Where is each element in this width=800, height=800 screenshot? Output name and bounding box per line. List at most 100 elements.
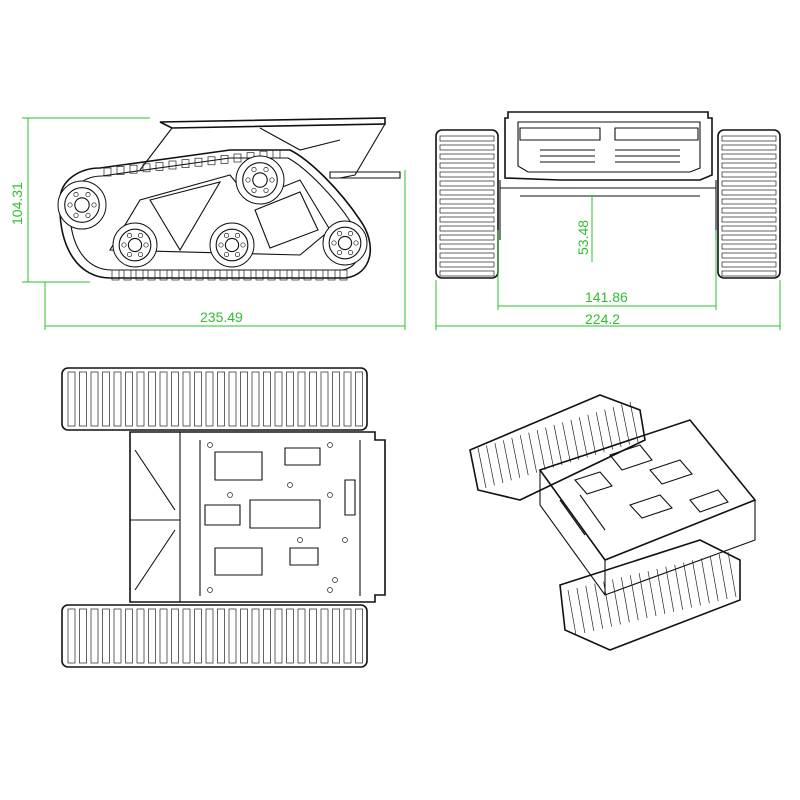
mount-hole xyxy=(342,537,348,543)
track-tooth xyxy=(207,156,216,166)
mount-hole xyxy=(287,482,293,488)
track-tread xyxy=(439,171,495,178)
front-outer-width-label: 224.2 xyxy=(585,311,620,327)
wheel-hub-ring xyxy=(215,228,249,262)
track-tooth xyxy=(103,167,112,177)
track-tooth xyxy=(159,269,168,281)
track-tread xyxy=(79,608,87,664)
wheel-hub-ring xyxy=(64,187,100,223)
track-tread xyxy=(263,371,271,427)
track-tread xyxy=(721,180,777,187)
iso-plate-cutouts xyxy=(559,444,729,536)
track-tooth xyxy=(111,269,120,281)
track-tooth xyxy=(181,159,190,168)
track-tread xyxy=(217,371,225,427)
track-tread xyxy=(562,422,571,463)
wheel-bolt xyxy=(251,167,257,173)
track-tread xyxy=(638,573,648,619)
track-tread xyxy=(486,445,495,486)
mount-hole xyxy=(227,492,233,498)
wheel-bolt xyxy=(245,177,251,183)
wheel-bolt xyxy=(240,242,246,248)
front-bracket-slots xyxy=(519,127,699,163)
track-tread xyxy=(439,252,495,259)
track-tread xyxy=(721,144,777,151)
iso-back-track xyxy=(469,394,646,501)
track-tooth xyxy=(147,269,156,281)
track-tread xyxy=(700,558,710,604)
track-tooth xyxy=(315,269,324,281)
track-tread xyxy=(629,575,639,621)
side-wheels xyxy=(57,155,368,268)
track-tread xyxy=(240,371,248,427)
track-tooth xyxy=(243,269,252,281)
track-tread xyxy=(612,407,622,448)
track-tread xyxy=(439,234,495,241)
track-tread xyxy=(439,189,495,196)
track-tread xyxy=(511,437,521,478)
front-bracket-inner xyxy=(517,121,701,173)
track-tread xyxy=(536,430,546,471)
mount-hole xyxy=(297,537,303,543)
track-tread xyxy=(439,225,495,232)
wheel-hub xyxy=(127,237,143,253)
track-tread xyxy=(674,564,684,610)
track-tread xyxy=(519,435,529,476)
track-tread xyxy=(439,153,495,160)
track-tread xyxy=(545,427,554,468)
wheel-bolt xyxy=(347,249,354,256)
track-tread xyxy=(332,608,340,664)
side-frame-slope xyxy=(139,123,386,179)
front-height-label: 53.48 xyxy=(575,220,591,255)
track-tread xyxy=(721,216,777,223)
track-tread xyxy=(439,270,495,277)
track-tread xyxy=(251,608,260,664)
track-tread xyxy=(439,135,495,142)
track-body xyxy=(61,367,368,431)
track-tread xyxy=(721,171,777,178)
wheel-hub xyxy=(252,172,268,188)
track-tread xyxy=(171,608,179,664)
track-tread xyxy=(274,608,283,664)
track-tooth xyxy=(129,164,138,174)
wheel-bolt xyxy=(347,230,354,237)
track-tread xyxy=(67,608,76,664)
track-tread xyxy=(439,216,495,223)
track-tread xyxy=(587,414,597,455)
track-tread xyxy=(182,371,191,427)
track-tread xyxy=(494,442,504,483)
track-tooth xyxy=(155,162,164,171)
track-tread xyxy=(90,608,99,664)
side-track-outline xyxy=(59,149,372,279)
track-tread xyxy=(205,371,214,427)
track-tread xyxy=(439,144,495,151)
track-tread xyxy=(595,412,605,453)
track-tooth xyxy=(339,269,348,281)
wheel-hub-ring xyxy=(118,228,152,262)
track-tread xyxy=(274,371,283,427)
track-tread xyxy=(136,608,145,664)
wheel-hub-ring xyxy=(242,162,278,198)
track-tread xyxy=(148,371,156,427)
side-top-plate xyxy=(159,117,386,129)
track-tread xyxy=(727,551,737,598)
track-body xyxy=(559,539,741,651)
track-tooth xyxy=(135,269,144,281)
track-tread xyxy=(665,566,675,612)
track-tread xyxy=(205,608,214,664)
wheel-bolt xyxy=(251,187,257,193)
top-chassis-plate xyxy=(129,431,386,603)
track-tread xyxy=(692,560,701,606)
wheel-bolt xyxy=(336,249,343,256)
track-tooth xyxy=(168,160,177,170)
track-tooth xyxy=(123,269,132,281)
track-tooth xyxy=(279,269,288,281)
wheel-bolt xyxy=(223,232,230,239)
track-tread xyxy=(343,608,352,664)
track-tread xyxy=(355,608,363,664)
side-dimensions: 104.31 235.49 xyxy=(9,117,406,330)
top-plate-cutouts xyxy=(134,447,356,591)
track-tread xyxy=(721,252,777,259)
